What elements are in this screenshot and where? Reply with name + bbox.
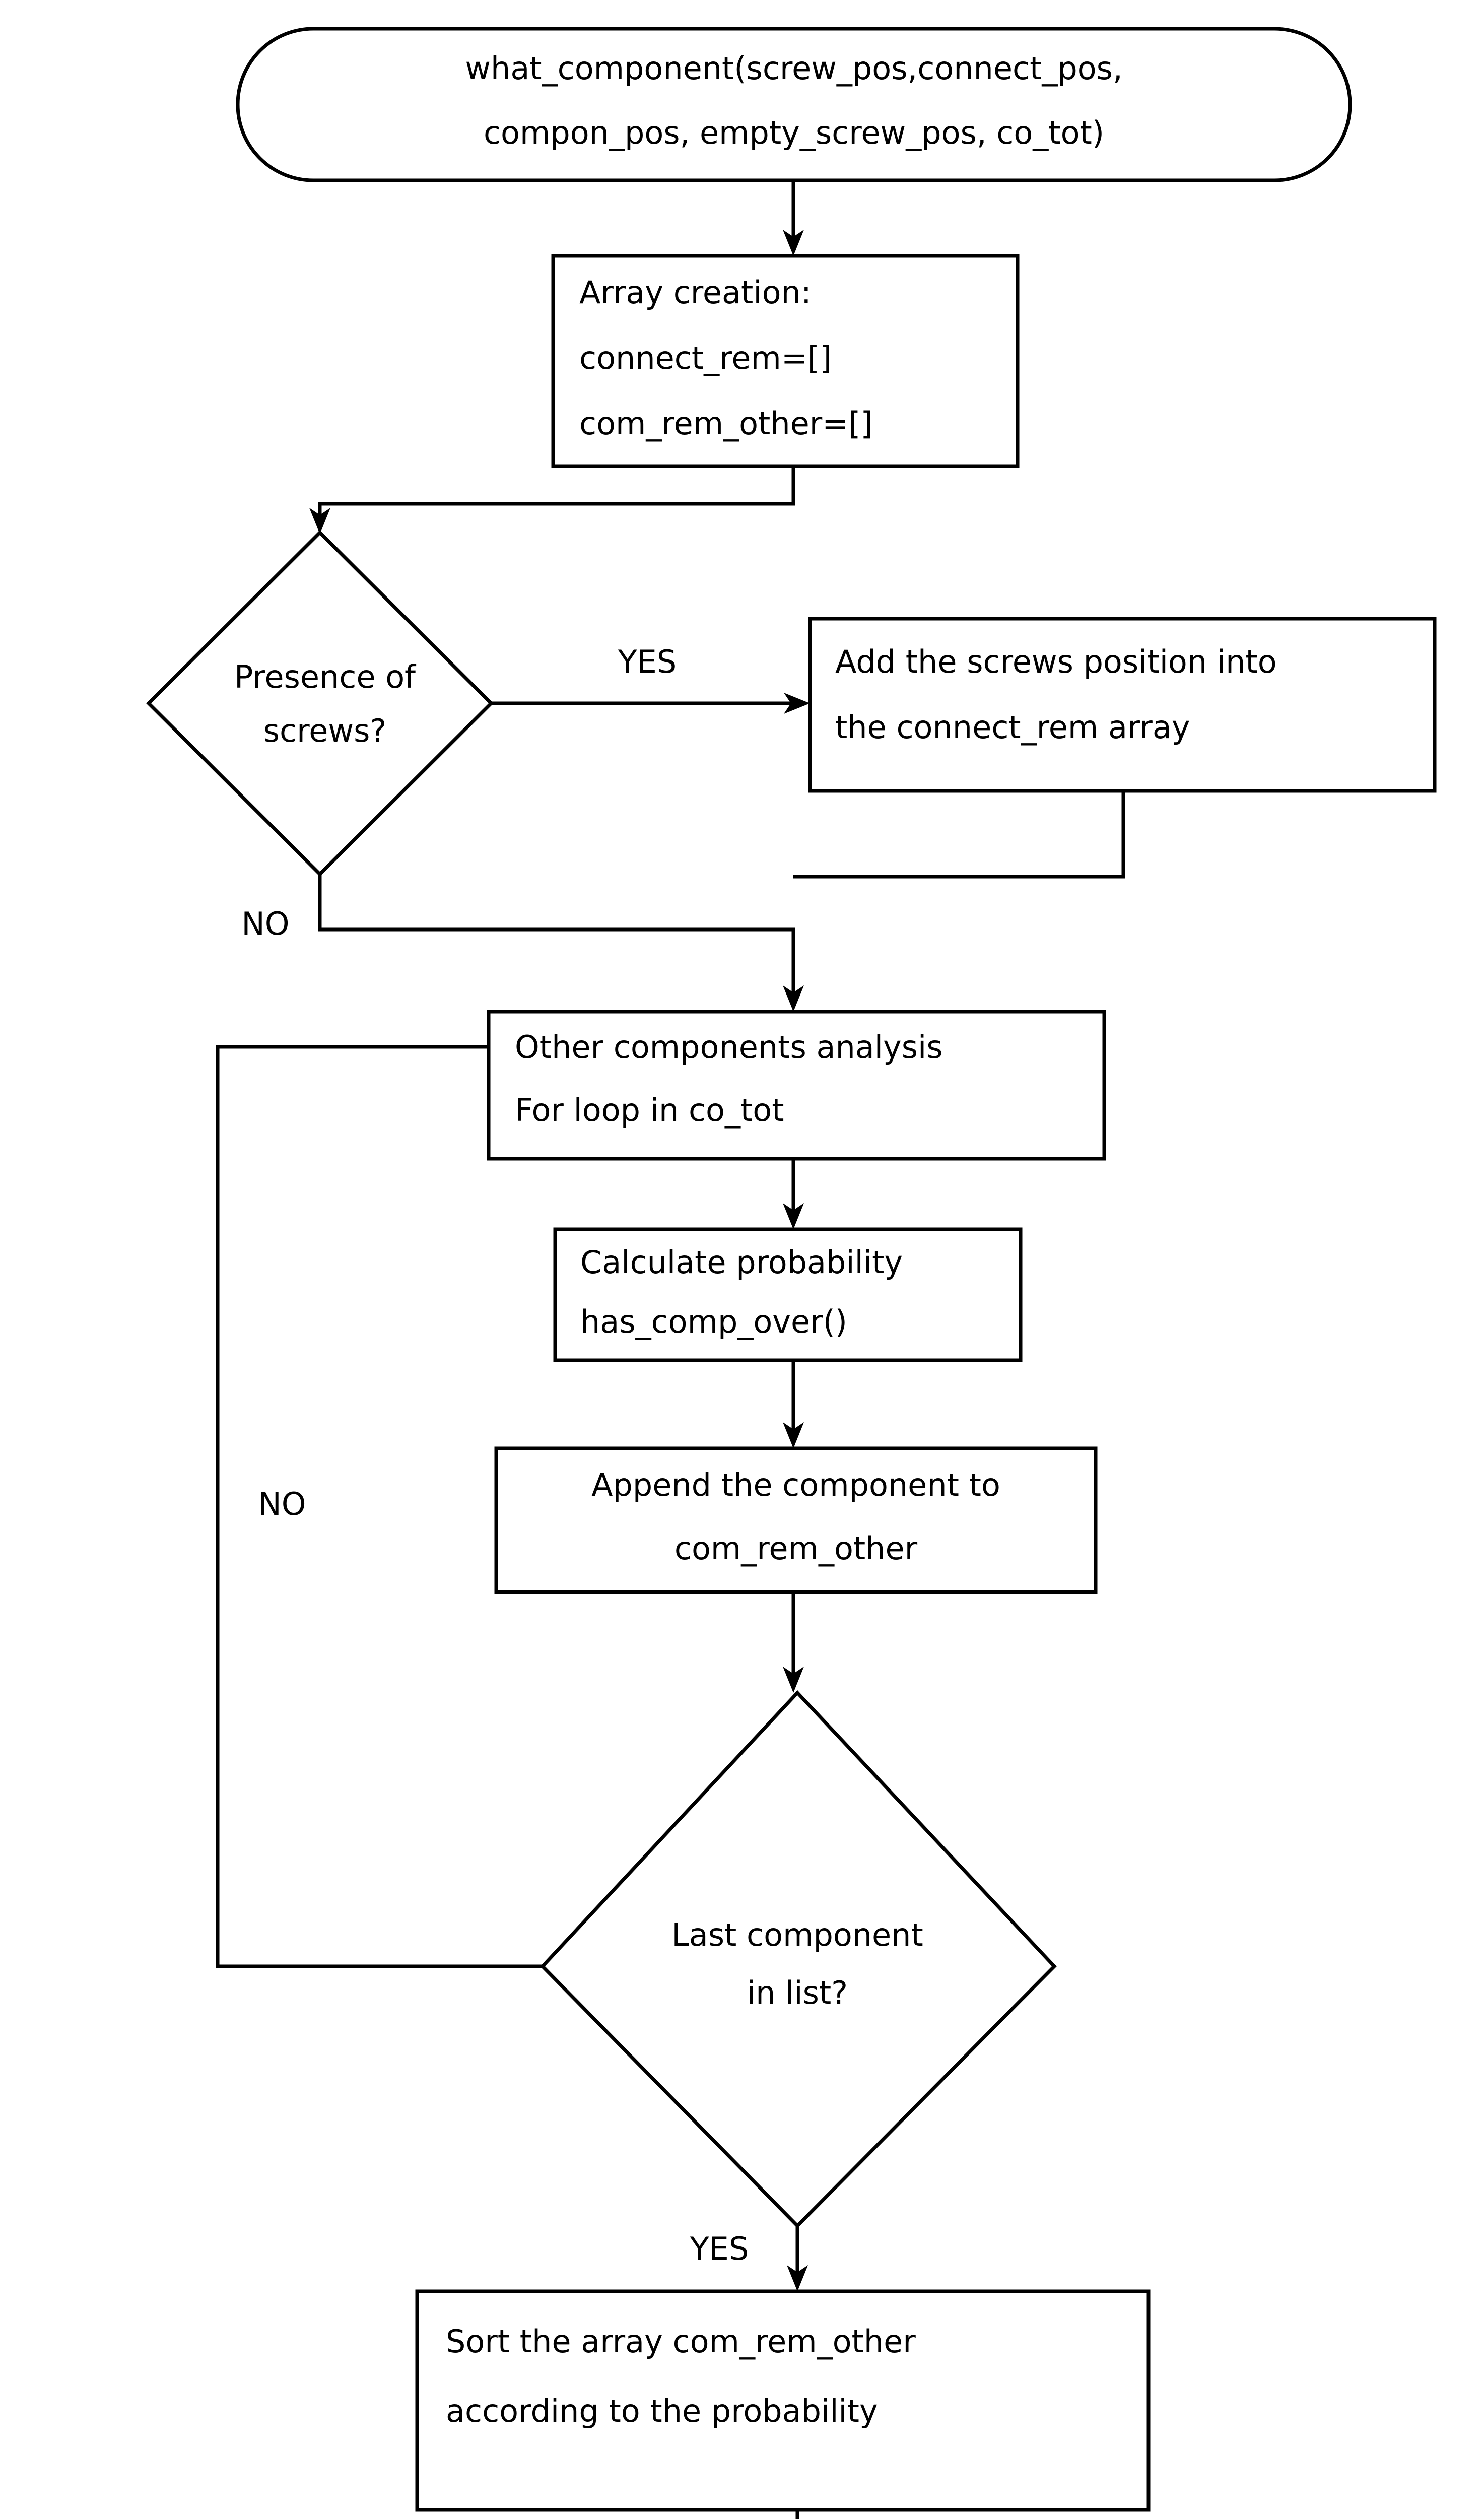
array-creation-shape <box>551 254 1020 468</box>
edge-label-last-component-yes: YES <box>690 2230 749 2267</box>
array-creation-line3: com_rem_other=[] <box>579 405 873 442</box>
add-screws-line1: Add the screws position into <box>835 643 1277 680</box>
presence-of-screws-line1: Presence of <box>234 658 417 695</box>
edge-last-component-yes-to-sort <box>787 2226 808 2291</box>
node-sort-array[interactable]: Sort the array com_rem_other according t… <box>415 2289 1151 2512</box>
node-other-components[interactable]: Other components analysis For loop in co… <box>487 1010 1106 1161</box>
last-component-line2: in list? <box>747 1974 848 2011</box>
other-components-line2: For loop in co_tot <box>515 1092 784 1129</box>
node-add-screws[interactable]: Add the screws position into the connect… <box>808 617 1437 793</box>
presence-of-screws-shape <box>146 530 494 877</box>
calculate-probability-shape <box>553 1227 1023 1362</box>
start-node-line1: what_component(screw_pos,connect_pos, <box>465 50 1122 87</box>
last-component-line1: Last component <box>671 1916 923 1953</box>
edge-start-to-array-creation <box>783 180 804 256</box>
edge-label-screws-no: NO <box>241 905 289 942</box>
add-screws-line2: the connect_rem array <box>835 709 1190 746</box>
last-component-shape <box>540 1690 1057 2228</box>
other-components-line1: Other components analysis <box>515 1029 943 1066</box>
edge-calculate-to-append <box>783 1360 804 1448</box>
start-node-line2: compon_pos, empty_screw_pos, co_tot) <box>484 114 1104 151</box>
node-calculate-probability[interactable]: Calculate probability has_comp_over() <box>553 1227 1023 1362</box>
edge-append-to-last-component <box>783 1592 804 1693</box>
sort-array-line1: Sort the array com_rem_other <box>446 2323 916 2360</box>
sort-array-shape <box>415 2289 1151 2512</box>
calculate-probability-line2: has_comp_over() <box>580 1303 847 1340</box>
calculate-probability-line1: Calculate probability <box>580 1244 903 1281</box>
node-last-component[interactable]: Last component in list? <box>540 1690 1057 2228</box>
node-append-component[interactable]: Append the component to com_rem_other <box>494 1446 1098 1594</box>
node-presence-of-screws[interactable]: Presence of screws? <box>146 530 494 877</box>
array-creation-line2: connect_rem=[] <box>579 340 832 376</box>
other-components-shape <box>487 1010 1106 1161</box>
sort-array-line2: according to the probability <box>446 2393 878 2429</box>
edge-array-creation-to-presence <box>309 466 795 534</box>
node-start[interactable]: what_component(screw_pos,connect_pos, co… <box>236 27 1352 182</box>
start-node-shape <box>236 27 1352 182</box>
edge-presence-yes-to-add-screws <box>491 693 810 714</box>
append-component-shape <box>494 1446 1098 1594</box>
edge-presence-no-to-other-components <box>318 875 804 1012</box>
node-array-creation[interactable]: Array creation: connect_rem=[] com_rem_o… <box>551 254 1020 468</box>
edge-other-components-to-calculate <box>783 1159 804 1229</box>
append-component-line1: Append the component to <box>591 1467 1000 1503</box>
presence-of-screws-line2: screws? <box>263 712 387 749</box>
edge-add-screws-to-merge-point <box>793 791 1125 879</box>
add-screws-shape <box>808 617 1437 793</box>
append-component-line2: com_rem_other <box>674 1530 918 1567</box>
array-creation-line1: Array creation: <box>579 274 812 311</box>
edge-label-screws-yes: YES <box>618 643 677 680</box>
edge-label-last-component-no: NO <box>258 1486 306 1522</box>
